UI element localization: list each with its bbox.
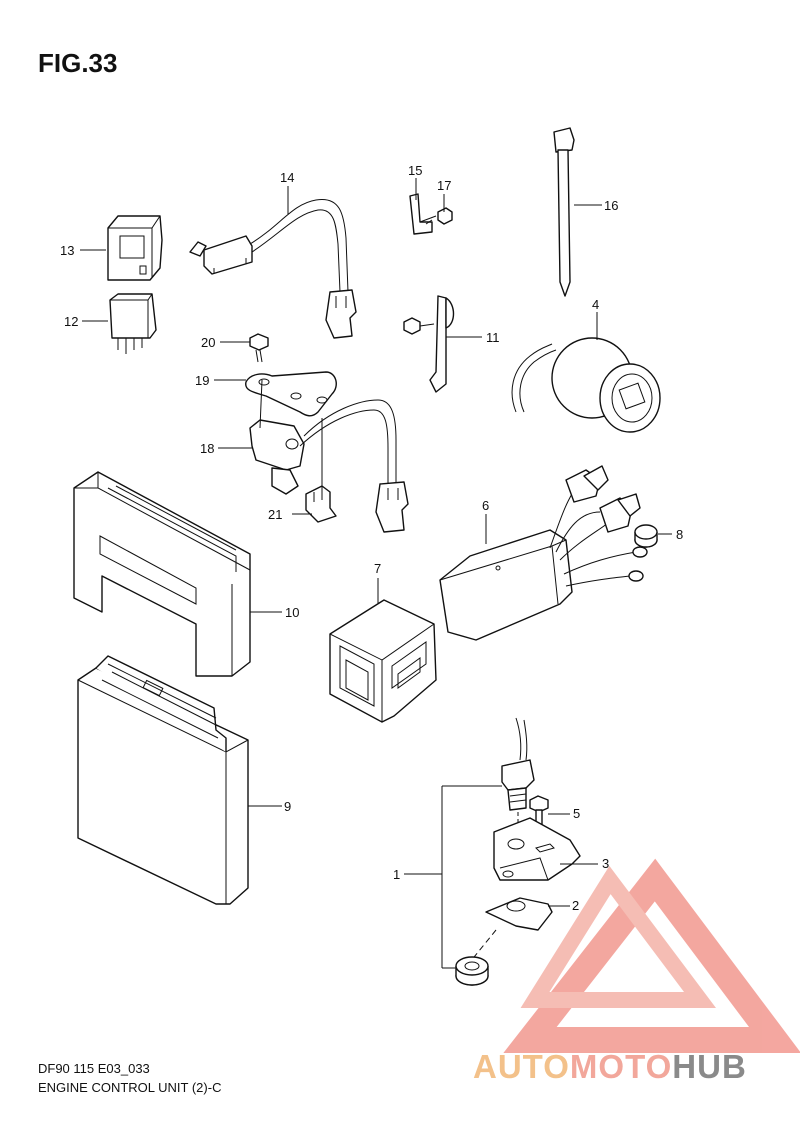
leader-lines [80,178,672,969]
callout-4: 4 [592,297,599,312]
callout-6: 6 [482,498,489,513]
watermark-text: AUTOMOTOHUB [473,1048,747,1086]
callout-3: 3 [602,856,609,871]
bracket-3 [493,817,581,881]
switch-harness-14 [189,198,357,339]
sensor-assembly-1 [501,717,535,826]
screw-17 [425,207,453,225]
indicator-meter-4 [511,337,661,433]
control-unit-6 [439,465,648,641]
callout-14: 14 [280,170,294,185]
callout-15: 15 [408,163,422,178]
figure-title: FIG.33 [38,48,118,78]
callout-2: 2 [572,898,579,913]
callout-7: 7 [374,561,381,576]
grommet-8 [634,524,658,548]
clamp-15 [409,193,437,235]
cable-tie-16 [553,127,575,297]
callout-10: 10 [285,605,299,620]
screw-20 [249,333,269,363]
callout-21: 21 [268,507,282,522]
watermark-auto: AUTO [473,1048,570,1085]
watermark-hub: HUB [672,1048,747,1085]
sensor-switch-18 [249,399,409,533]
callout-5: 5 [573,806,580,821]
relay-box-7 [329,599,437,723]
callout-12: 12 [64,314,78,329]
bracket-11 [403,295,455,393]
callout-20: 20 [201,335,215,350]
callout-8: 8 [676,527,683,542]
plate-bracket-19 [245,371,337,417]
callout-16: 16 [604,198,618,213]
relay-13 [107,215,163,281]
watermark-logo [503,858,800,1053]
ecu-9 [77,655,249,905]
callout-19: 19 [195,373,209,388]
callout-1: 1 [393,867,400,882]
callout-17: 17 [437,178,451,193]
relay-12 [109,293,157,354]
ecu-cover-10 [73,471,251,677]
nut-bottom [455,929,497,986]
figure-code: DF90 115 E03_033 [38,1061,150,1076]
callout-9: 9 [284,799,291,814]
callout-numbers: 1 2 3 4 5 6 7 8 9 10 11 12 13 14 15 16 1… [60,163,683,913]
watermark-moto: MOTO [569,1048,673,1085]
figure-name: ENGINE CONTROL UNIT (2)-C [38,1080,222,1095]
callout-18: 18 [200,441,214,456]
callout-13: 13 [60,243,74,258]
plate-2 [485,897,553,931]
connector-clip-21 [305,485,337,523]
callout-11: 11 [486,330,500,345]
